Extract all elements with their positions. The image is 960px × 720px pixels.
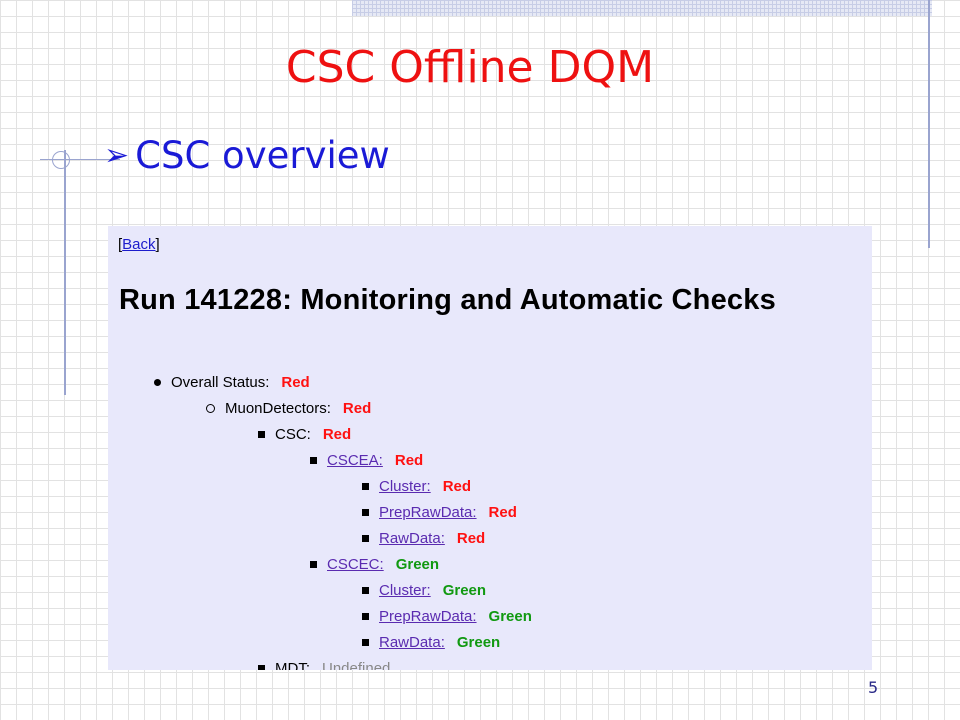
decorative-vertical-line-left [64, 150, 66, 395]
tree-row[interactable]: PrepRawData: Green [362, 606, 532, 626]
back-link-wrapper: [Back] [118, 236, 160, 253]
square-bullet-icon [362, 482, 369, 490]
tree-row: CSC: Red [258, 424, 351, 444]
status-value: Undefined [322, 659, 391, 671]
square-bullet-icon [310, 456, 317, 464]
tree-link[interactable]: CSCEA: [327, 451, 383, 469]
status-value: Red [456, 529, 486, 547]
run-title: Run 141228: Monitoring and Automatic Che… [119, 284, 776, 316]
square-bullet-icon [258, 664, 265, 670]
square-bullet-icon [362, 508, 369, 516]
status-value: Green [456, 633, 501, 651]
tree-row: MuonDetectors: Red [206, 398, 371, 418]
status-value: Red [322, 425, 352, 443]
tree-row[interactable]: CSCEA: Red [310, 450, 423, 470]
square-bullet-icon [362, 586, 369, 594]
status-value: Green [488, 607, 532, 625]
status-value: Red [342, 399, 372, 417]
tree-link[interactable]: RawData: [379, 633, 445, 651]
bullet-text: CSC overview [135, 134, 390, 177]
tree-label: CSC: [275, 425, 311, 443]
tree-row[interactable]: RawData: Green [362, 632, 500, 652]
bullet-item: ➢ CSC overview [104, 132, 390, 180]
decorative-ring [52, 151, 70, 169]
arrow-bullet-icon: ➢ [104, 138, 130, 173]
disc-bullet-icon [154, 378, 161, 386]
tree-link[interactable]: CSCEC: [327, 555, 384, 573]
tree-row[interactable]: Cluster: Green [362, 580, 486, 600]
tree-row[interactable]: CSCEC: Green [310, 554, 439, 574]
status-value: Red [488, 503, 517, 521]
tree-link[interactable]: PrepRawData: [379, 607, 477, 625]
circle-bullet-icon [206, 403, 215, 413]
status-value: Red [394, 451, 424, 469]
square-bullet-icon [362, 534, 369, 542]
slide-title: CSC Offline DQM [285, 42, 655, 93]
header-decoration-band [352, 0, 932, 16]
tree-link[interactable]: PrepRawData: [379, 503, 477, 521]
tree-row: Overall Status: Red [154, 372, 310, 392]
back-link[interactable]: Back [122, 236, 156, 253]
page-number: 5 [868, 678, 879, 697]
status-value: Red [442, 477, 472, 495]
status-value: Green [395, 555, 440, 573]
embedded-dqm-screenshot: [Back] Run 141228: Monitoring and Automa… [108, 226, 872, 670]
tree-link[interactable]: Cluster: [379, 477, 431, 495]
tree-row[interactable]: RawData: Red [362, 528, 485, 548]
square-bullet-icon [258, 430, 265, 438]
tree-link[interactable]: Cluster: [379, 581, 431, 599]
tree-label: MuonDetectors: [225, 399, 331, 417]
square-bullet-icon [362, 612, 369, 620]
tree-row[interactable]: PrepRawData: Red [362, 502, 517, 522]
status-value: Green [442, 581, 487, 599]
tree-link[interactable]: RawData: [379, 529, 445, 547]
decorative-horizontal-line [40, 159, 120, 160]
tree-row[interactable]: Cluster: Red [362, 476, 471, 496]
decorative-vertical-line-right [928, 0, 930, 248]
square-bullet-icon [310, 560, 317, 568]
square-bullet-icon [362, 638, 369, 646]
status-value: Red [281, 373, 310, 391]
tree-label: MDT: [275, 659, 310, 671]
tree-label: Overall Status: [171, 373, 270, 391]
tree-row: MDT: Undefined [258, 658, 390, 670]
